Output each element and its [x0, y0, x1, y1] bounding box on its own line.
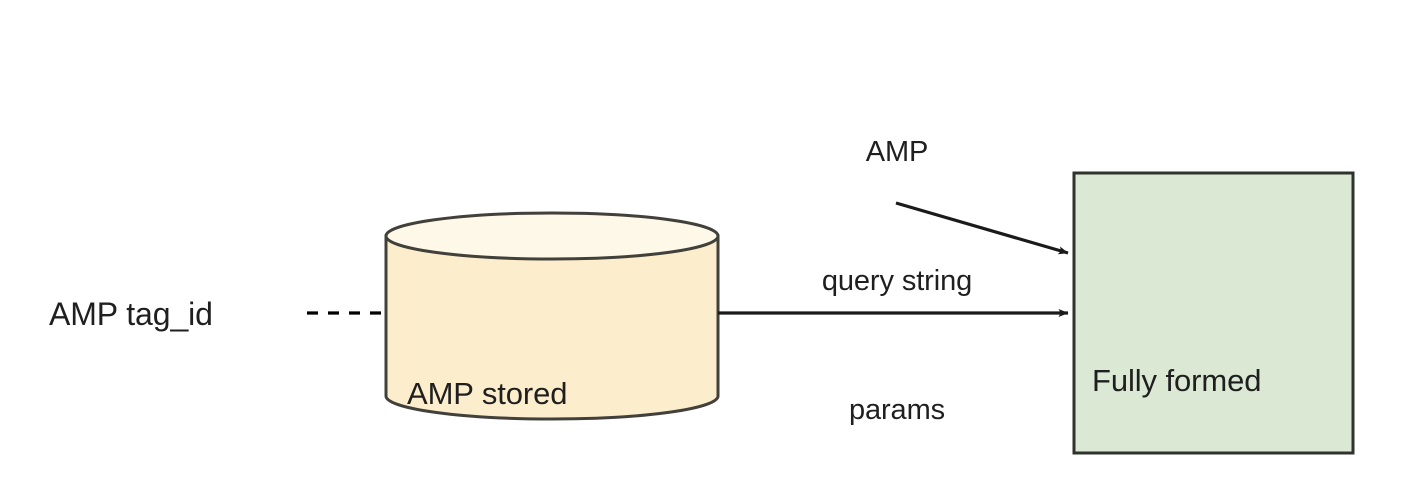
- stored-request-label-line1: AMP stored: [407, 376, 568, 411]
- ortb-label: Fully formed ORTB: [1092, 271, 1261, 498]
- cylinder-top-ellipse: [384, 211, 720, 261]
- ortb-label-line2: ORTB: [1092, 491, 1261, 498]
- cylinder-body: [384, 234, 720, 421]
- stored-request-label: AMP stored request template: [407, 284, 636, 498]
- edge-params-to-ortb: [895, 201, 1069, 255]
- amp-tag-id-label: AMP tag_id: [49, 296, 213, 332]
- query-string-params-line1: AMP: [865, 136, 929, 168]
- query-string-params-line2: query string: [821, 265, 973, 297]
- query-string-params-label: AMP query string params: [787, 45, 1007, 498]
- ortb-label-line1: Fully formed: [1092, 363, 1262, 398]
- ortb-box: [1072, 171, 1355, 455]
- query-string-params-line3: params: [848, 394, 946, 426]
